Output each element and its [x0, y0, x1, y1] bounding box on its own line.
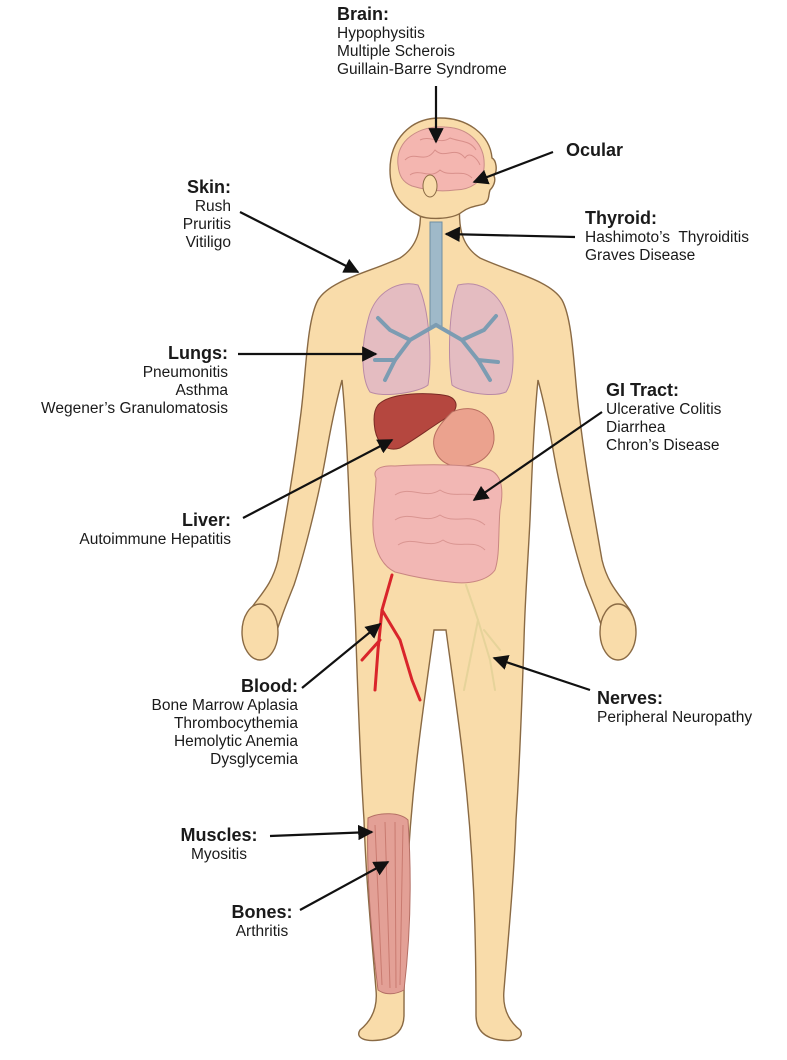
ocular-title: Ocular	[566, 140, 624, 160]
arrow-skin	[239, 211, 360, 273]
thyroid-item-2: Graves Disease	[585, 247, 696, 264]
muscles-item-1: Myositis	[191, 846, 247, 863]
leg-muscles	[367, 813, 411, 995]
blood-title: Blood:	[241, 676, 298, 696]
muscles-title: Muscles:	[180, 825, 258, 845]
nerves	[463, 584, 501, 691]
label-liver: Liver: Autoimmune Hepatitis	[79, 510, 231, 549]
blood-item-3: Hemolytic Anemia	[173, 733, 298, 750]
label-gi-tract: GI Tract: Ulcerative Colitis Diarrhea Ch…	[606, 380, 721, 455]
label-ocular: Ocular	[566, 140, 623, 161]
lungs-title: Lungs:	[168, 343, 228, 363]
gi-item-1: Ulcerative Colitis	[606, 401, 722, 418]
arrow-thyroid	[444, 226, 576, 243]
muscle-striations	[374, 821, 404, 989]
label-muscles: Muscles: Myositis	[168, 825, 270, 864]
label-nerves: Nerves: Peripheral Neuropathy	[597, 688, 752, 727]
skin-item-3: Vitiligo	[185, 234, 231, 251]
label-lungs: Lungs: Pneumonitis Asthma Wegener’s Gran…	[41, 343, 228, 418]
lungs-item-2: Asthma	[175, 382, 228, 399]
left-hand	[241, 603, 279, 661]
nerves-item-1: Peripheral Neuropathy	[597, 709, 753, 726]
lungs-item-3: Wegener’s Granulomatosis	[41, 400, 228, 417]
liver-item-1: Autoimmune Hepatitis	[79, 531, 231, 548]
right-lung	[449, 283, 514, 395]
gi-title: GI Tract:	[606, 380, 680, 400]
arrow-ocular	[472, 150, 554, 185]
ear	[422, 174, 438, 198]
intestines	[372, 464, 503, 584]
skin-item-1: Rush	[194, 198, 231, 215]
arrow-gi	[472, 411, 603, 501]
arrow-bones	[299, 861, 390, 911]
arrow-muscles	[269, 824, 374, 841]
arrow-liver	[242, 439, 394, 519]
nerves-title: Nerves:	[597, 688, 664, 708]
thyroid-title: Thyroid:	[585, 208, 657, 228]
gi-item-2: Diarrhea	[606, 419, 666, 436]
brain-item-2: Multiple Scherois	[337, 43, 456, 60]
bones-item-1: Arthritis	[235, 923, 289, 940]
label-blood: Blood: Bone Marrow Aplasia Thrombocythem…	[152, 676, 298, 769]
liver-organ	[373, 393, 457, 450]
left-lung	[362, 283, 431, 395]
brain-item-1: Hypophysitis	[337, 25, 425, 42]
label-bones: Bones: Arthritis	[222, 902, 302, 941]
blood-item-4: Dysglycemia	[210, 751, 298, 768]
liver-title: Liver:	[181, 510, 231, 530]
blood-item-2: Thrombocythemia	[173, 715, 298, 732]
skin-item-2: Pruritis	[182, 216, 231, 233]
right-hand	[599, 603, 637, 661]
intestine-folds	[394, 489, 486, 551]
brain-organ	[397, 126, 485, 192]
blood-item-1: Bone Marrow Aplasia	[151, 697, 298, 714]
thyroid-item-1: Hashimoto’s Thyroiditis	[585, 229, 749, 246]
pointer-arrows	[238, 86, 603, 911]
arrow-nerves	[492, 655, 591, 692]
brain-title: Brain:	[337, 4, 390, 24]
gi-item-3: Chron’s Disease	[606, 437, 720, 454]
label-brain: Brain: Hypophysitis Multiple Scherois Gu…	[337, 4, 507, 79]
lungs-item-1: Pneumonitis	[142, 364, 228, 381]
label-thyroid: Thyroid: Hashimoto’s Thyroiditis Graves …	[585, 208, 749, 265]
brain-item-3: Guillain-Barre Syndrome	[337, 61, 507, 78]
label-skin: Skin: Rush Pruritis Vitiligo	[183, 177, 231, 252]
skin-title: Skin:	[186, 177, 231, 197]
trachea	[429, 221, 443, 328]
bones-title: Bones:	[231, 902, 293, 922]
bronchi	[373, 314, 500, 382]
arrow-blood	[301, 623, 382, 689]
